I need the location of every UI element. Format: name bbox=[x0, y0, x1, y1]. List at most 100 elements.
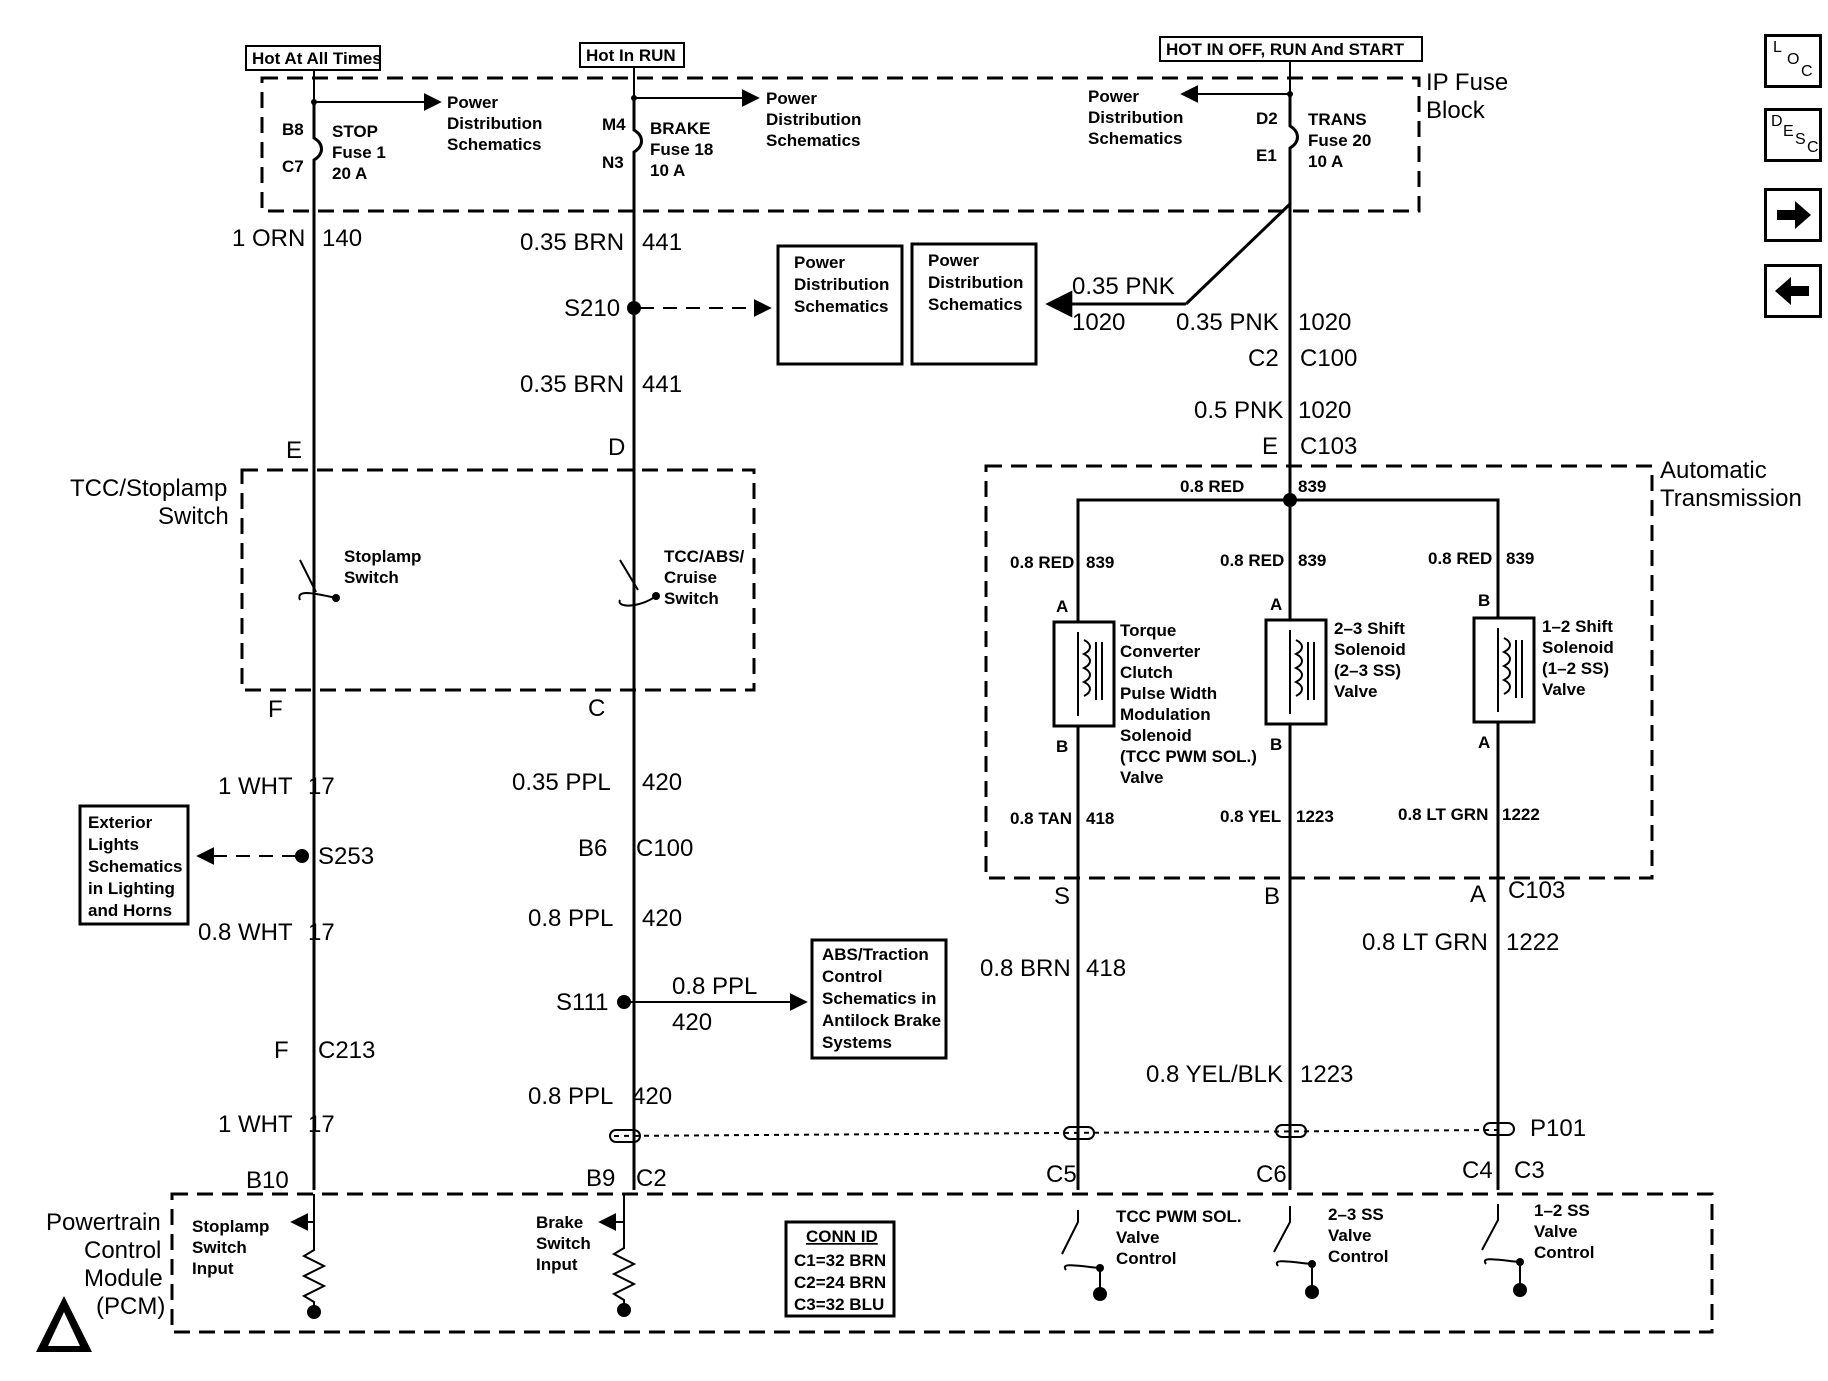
arrow-left-icon bbox=[1775, 277, 1809, 305]
conn-c2: C2 bbox=[1248, 345, 1279, 372]
conn-a: A bbox=[1470, 881, 1486, 908]
wire-3-circuit: 441 bbox=[642, 371, 682, 398]
sol2-pin-a: A bbox=[1270, 595, 1282, 614]
feed2-name: BRAKE bbox=[650, 119, 710, 138]
pcm-outline bbox=[170, 1192, 1714, 1334]
arrow-right-icon bbox=[1777, 201, 1811, 229]
wire-16-color: 0.8 YEL/BLK bbox=[1146, 1061, 1283, 1088]
sol1-pin-a: A bbox=[1056, 597, 1068, 616]
conn-id-box bbox=[784, 1220, 896, 1318]
trans-wire-1-color: 0.8 RED bbox=[1180, 477, 1244, 496]
feed3-fuse: Fuse 20 bbox=[1308, 131, 1371, 150]
trans-wire-6-color: 0.8 YEL bbox=[1220, 807, 1281, 826]
feed1-title: Hot At All Times bbox=[252, 49, 382, 68]
conn-id-c1: C1=32 BRN bbox=[794, 1251, 886, 1270]
splice-s111-dot bbox=[617, 995, 631, 1009]
feed2-pin-in: M4 bbox=[602, 115, 626, 134]
wire-2-color: 0.35 BRN bbox=[520, 229, 624, 256]
trans-wire-2-circuit: 839 bbox=[1086, 553, 1114, 572]
splice-s111: S111 bbox=[556, 989, 609, 1016]
exterior-lights-ref-box[interactable] bbox=[78, 804, 190, 926]
pds-box-1[interactable] bbox=[776, 244, 904, 366]
splice-s210: S210 bbox=[564, 295, 620, 322]
conn-b10: B10 bbox=[246, 1167, 289, 1194]
tcc-pwm-solenoid bbox=[1052, 620, 1116, 728]
wire-8-circuit: 17 bbox=[308, 919, 335, 946]
feed3-title: HOT IN OFF, RUN And START bbox=[1166, 40, 1405, 59]
feed1-pin-in: B8 bbox=[282, 120, 304, 139]
conn-d: D bbox=[608, 434, 625, 461]
wire-9-color: 1 WHT bbox=[218, 1111, 293, 1138]
tcc-abs-cruise-switch-symbol bbox=[618, 559, 657, 607]
wire-15-color: 0.8 LT GRN bbox=[1362, 929, 1488, 956]
wire-16-circuit: 1223 bbox=[1300, 1061, 1353, 1088]
wire-4-circuit: 1020 bbox=[1072, 309, 1125, 336]
conn-id-c3: C3=32 BLU bbox=[794, 1295, 884, 1314]
pds-box-2[interactable] bbox=[910, 242, 1038, 366]
wire-12-circuit: 420 bbox=[672, 1009, 712, 1036]
trans-wire-2-color: 0.8 RED bbox=[1010, 553, 1074, 572]
hot-in-run-box bbox=[579, 42, 685, 68]
prev-button[interactable] bbox=[1764, 264, 1822, 318]
brake-fuse-wire bbox=[632, 98, 643, 1190]
wire-7-circuit: 17 bbox=[308, 773, 335, 800]
wire-4-color: 0.35 PNK bbox=[1072, 273, 1175, 300]
conn-e-right: E bbox=[1262, 433, 1278, 460]
wire-8-color: 0.8 WHT bbox=[198, 919, 293, 946]
wire-12-color: 0.8 PPL bbox=[672, 973, 757, 1000]
loc-button[interactable]: L O C bbox=[1764, 34, 1822, 88]
sol2-pin-b: B bbox=[1270, 735, 1282, 754]
wire-5-circuit: 1020 bbox=[1298, 309, 1351, 336]
conn-c213: C213 bbox=[318, 1037, 375, 1064]
feed3-rating: 10 A bbox=[1308, 152, 1343, 171]
shift-solenoid-1-2 bbox=[1472, 616, 1536, 724]
shift-solenoid-2-3 bbox=[1264, 618, 1328, 726]
conn-c100-mid: C100 bbox=[636, 835, 693, 862]
desc-button[interactable]: D E S C bbox=[1764, 108, 1822, 162]
conn-b6: B6 bbox=[578, 835, 607, 862]
feed2-rating: 10 A bbox=[650, 161, 685, 180]
wire-13-circuit: 420 bbox=[632, 1083, 672, 1110]
wire-15-circuit: 1222 bbox=[1506, 929, 1559, 956]
wire-6-circuit: 1020 bbox=[1298, 397, 1351, 424]
wire-10-circuit: 420 bbox=[642, 769, 682, 796]
trans-wire-1-circuit: 839 bbox=[1298, 477, 1326, 496]
stop-fuse-wire bbox=[312, 102, 323, 1190]
next-button[interactable] bbox=[1764, 188, 1822, 242]
splice-s253-dot bbox=[295, 849, 309, 863]
wire-1-circuit: 140 bbox=[322, 225, 362, 252]
conn-b9: B9 bbox=[586, 1165, 615, 1192]
conn-s: S bbox=[1054, 883, 1070, 910]
splice-s210-dot bbox=[627, 301, 641, 315]
wire-3-color: 0.35 BRN bbox=[520, 371, 624, 398]
wire-7-color: 1 WHT bbox=[218, 773, 293, 800]
conn-f-left: F bbox=[268, 696, 283, 723]
conn-c6: C6 bbox=[1256, 1161, 1287, 1188]
conn-c2-pcm: C2 bbox=[636, 1165, 667, 1192]
trans-fuse-wire bbox=[1288, 94, 1299, 880]
feed1-pin-out: C7 bbox=[282, 157, 304, 176]
trans-wire-6-circuit: 1223 bbox=[1296, 807, 1334, 826]
feed2-fuse: Fuse 18 bbox=[650, 140, 713, 159]
feed3-pin-out: E1 bbox=[1256, 146, 1277, 165]
feed1-name: STOP bbox=[332, 122, 378, 141]
conn-e-left: E bbox=[286, 437, 302, 464]
trans-wire-3-circuit: 839 bbox=[1298, 551, 1326, 570]
conn-c3: C3 bbox=[1514, 1157, 1545, 1184]
abs-ref-box[interactable] bbox=[810, 938, 948, 1060]
trans-wire-3-color: 0.8 RED bbox=[1220, 551, 1284, 570]
feed3-name: TRANS bbox=[1308, 110, 1367, 129]
